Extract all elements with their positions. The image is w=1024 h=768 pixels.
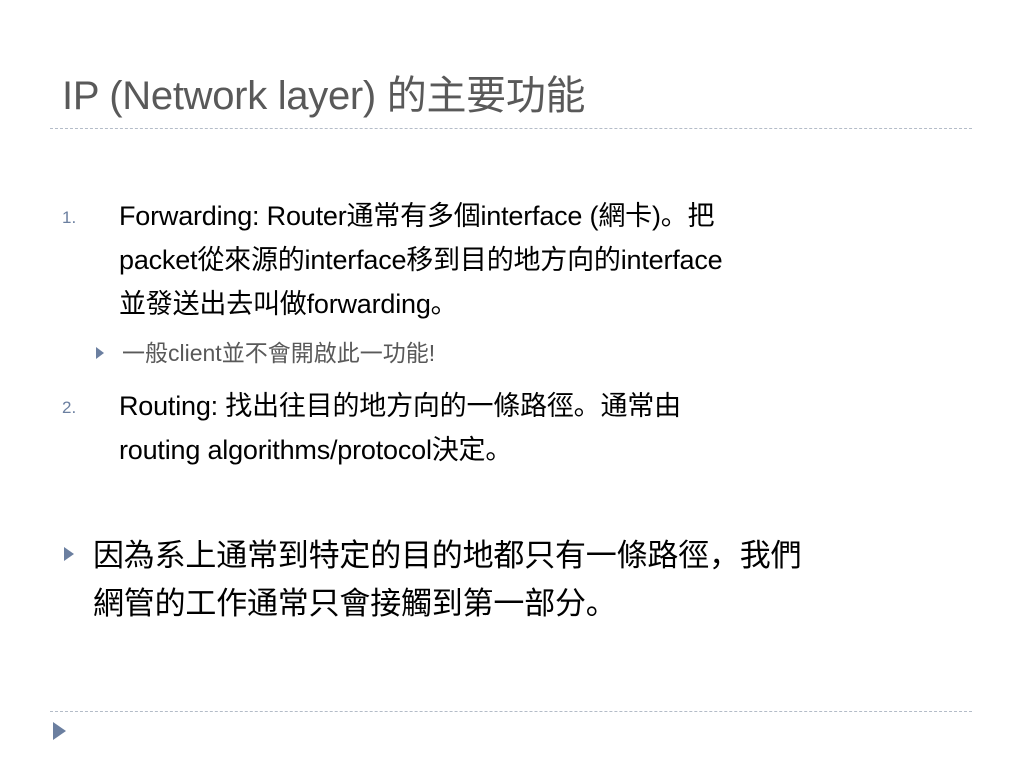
list-item-forwarding: Forwarding: Router通常有多個interface (網卡)。把 … (119, 194, 949, 326)
list-marker-2: 2. (62, 398, 77, 417)
triangle-bullet-icon (64, 547, 74, 561)
slide-title: IP (Network layer) 的主要功能 (62, 74, 586, 118)
triangle-bullet-icon (96, 347, 104, 359)
summary-line-1: 因為系上通常到特定的目的地都只有一條路徑，我們 (93, 538, 802, 573)
routing-line-2: routing algorithms/protocol決定。 (119, 435, 513, 465)
title-divider (50, 128, 972, 129)
summary-bullet: 因為系上通常到特定的目的地都只有一條路徑，我們 網管的工作通常只會接觸到第一部分… (93, 532, 983, 628)
list-marker-1: 1. (62, 208, 77, 227)
summary-line-2: 網管的工作通常只會接觸到第一部分。 (93, 586, 617, 621)
forwarding-line-3: 並發送出去叫做forwarding。 (119, 289, 458, 319)
footer-divider (50, 711, 972, 712)
triangle-corner-icon (53, 722, 66, 740)
forwarding-line-2: packet從來源的interface移到目的地方向的interface (119, 245, 723, 275)
forwarding-line-1: Forwarding: Router通常有多個interface (網卡)。把 (119, 201, 715, 231)
list-item-routing: Routing: 找出往目的地方向的一條路徑。通常由 routing algor… (119, 384, 949, 472)
routing-line-1: Routing: 找出往目的地方向的一條路徑。通常由 (119, 391, 681, 421)
sub-bullet-client: 一般client並不會開啟此一功能! (122, 340, 436, 366)
